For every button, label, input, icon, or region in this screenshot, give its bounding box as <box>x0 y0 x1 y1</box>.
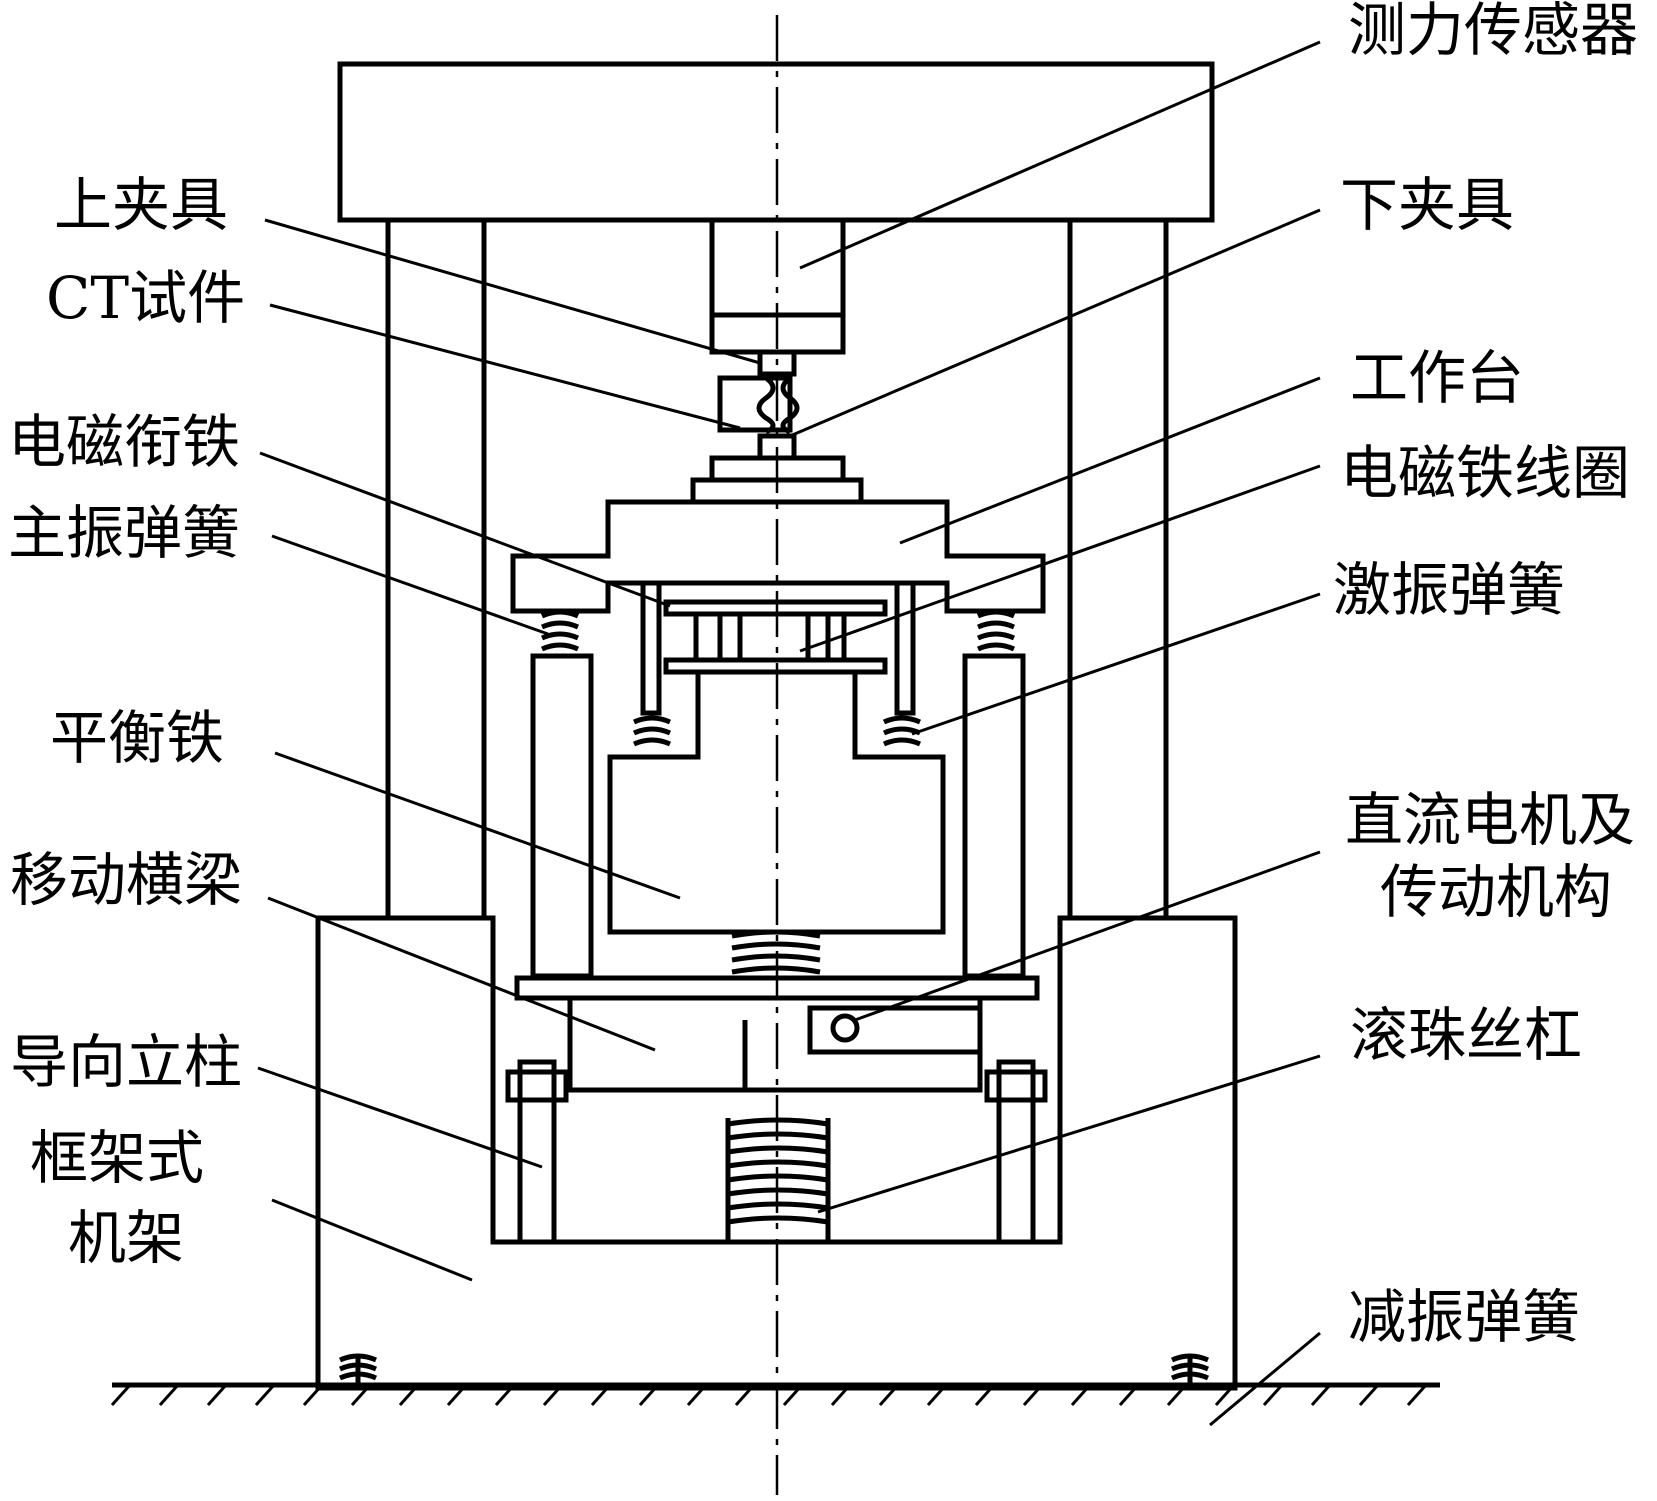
label-frame-2: 机架 <box>68 1204 184 1272</box>
damping-spring-left <box>338 1353 378 1385</box>
label-ct-specimen: CT试件 <box>46 264 245 332</box>
frame-base <box>315 915 1238 1391</box>
labels: 测力传感器 上夹具 下夹具 CT试件 工作台 电磁衔铁 电磁铁线圈 主振弹簧 激… <box>8 0 1638 1351</box>
label-coil: 电磁铁线圈 <box>1340 439 1630 507</box>
label-damping-spring: 减振弹簧 <box>1348 1283 1580 1351</box>
label-frame-1: 框架式 <box>30 1124 204 1192</box>
ground-hatch-mark <box>1310 1383 1332 1407</box>
label-lower-clamp: 下夹具 <box>1340 171 1514 239</box>
label-worktable: 工作台 <box>1350 344 1524 412</box>
ground-hatch-mark <box>1406 1383 1428 1407</box>
upper-screw <box>731 929 821 975</box>
ground-hatch-mark <box>158 1383 180 1407</box>
guide-columns <box>505 1059 1048 1245</box>
dc-motor <box>807 1005 983 1055</box>
label-armature: 电磁衔铁 <box>8 408 240 476</box>
label-dc-motor-2: 传动机构 <box>1380 858 1612 926</box>
label-load-cell: 测力传感器 <box>1348 0 1638 64</box>
label-upper-clamp: 上夹具 <box>54 171 228 239</box>
ground-hatch-mark <box>110 1383 132 1407</box>
balance-iron <box>607 669 946 935</box>
damping-spring-right <box>1170 1353 1210 1385</box>
ground-hatch-mark <box>1262 1383 1284 1407</box>
label-guide-column: 导向立柱 <box>10 1028 242 1096</box>
ground-hatch-mark <box>1358 1383 1380 1407</box>
exciter-spring-right <box>882 715 922 747</box>
main-spring-left <box>540 609 580 652</box>
leader-lines <box>257 40 1321 1427</box>
label-ball-screw: 滚珠丝杠 <box>1350 1001 1582 1069</box>
label-dc-motor-1: 直流电机及 <box>1345 786 1635 854</box>
ground-hatch-mark <box>254 1383 276 1407</box>
ground-hatch-mark <box>206 1383 228 1407</box>
electromagnet <box>640 580 916 716</box>
frame-columns <box>385 217 1169 921</box>
label-crossbeam: 移动横梁 <box>10 846 242 914</box>
exciter-spring-left <box>632 715 672 747</box>
main-spring-right <box>976 609 1016 652</box>
label-main-spring: 主振弹簧 <box>8 499 240 567</box>
label-exciter-spring: 激振弹簧 <box>1333 556 1565 624</box>
label-balance-iron: 平衡铁 <box>50 704 224 772</box>
